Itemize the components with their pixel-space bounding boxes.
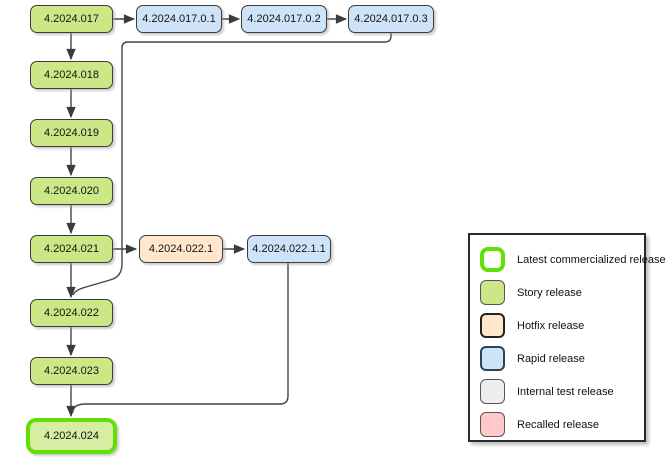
- node-4-2024-022-1[interactable]: 4.2024.022.1: [139, 235, 223, 263]
- node-4-2024-017-0-1[interactable]: 4.2024.017.0.1: [136, 5, 222, 33]
- legend-label: Recalled release: [517, 418, 599, 431]
- node-4-2024-022-1-1[interactable]: 4.2024.022.1.1: [247, 235, 331, 263]
- node-4-2024-023[interactable]: 4.2024.023: [30, 357, 113, 385]
- legend-label: Story release: [517, 286, 582, 299]
- legend-item-recalled: Recalled release: [480, 412, 644, 437]
- legend-label: Rapid release: [517, 352, 585, 365]
- legend-label: Hotfix release: [517, 319, 585, 332]
- legend-item-internal: Internal test release: [480, 379, 644, 404]
- legend-item-hotfix: Hotfix release: [480, 313, 644, 338]
- node-4-2024-020[interactable]: 4.2024.020: [30, 177, 113, 205]
- story-release-swatch-icon: [480, 280, 505, 305]
- legend-label: Latest commercialized release: [517, 253, 666, 266]
- node-4-2024-017-0-3[interactable]: 4.2024.017.0.3: [348, 5, 434, 33]
- rapid-release-swatch-icon: [480, 346, 505, 371]
- node-4-2024-018[interactable]: 4.2024.018: [30, 61, 113, 89]
- node-4-2024-019[interactable]: 4.2024.019: [30, 119, 113, 147]
- edge-02211-024-merge: [71, 263, 289, 414]
- node-4-2024-022[interactable]: 4.2024.022: [30, 299, 113, 327]
- recalled-release-swatch-icon: [480, 412, 505, 437]
- node-4-2024-017[interactable]: 4.2024.017: [30, 5, 113, 33]
- legend-label: Internal test release: [517, 385, 614, 398]
- node-4-2024-024-latest[interactable]: 4.2024.024: [26, 418, 117, 454]
- internal-test-release-swatch-icon: [480, 379, 505, 404]
- legend-item-story: Story release: [480, 280, 644, 305]
- legend-item-rapid: Rapid release: [480, 346, 644, 371]
- edge-01703-022-merge: [72, 33, 392, 296]
- legend-item-latest: Latest commercialized release: [480, 247, 666, 272]
- legend-box: Latest commercialized release Story rele…: [468, 233, 666, 442]
- hotfix-release-swatch-icon: [480, 313, 505, 338]
- node-4-2024-021[interactable]: 4.2024.021: [30, 235, 113, 263]
- latest-release-swatch-icon: [480, 247, 505, 272]
- node-4-2024-017-0-2[interactable]: 4.2024.017.0.2: [241, 5, 327, 33]
